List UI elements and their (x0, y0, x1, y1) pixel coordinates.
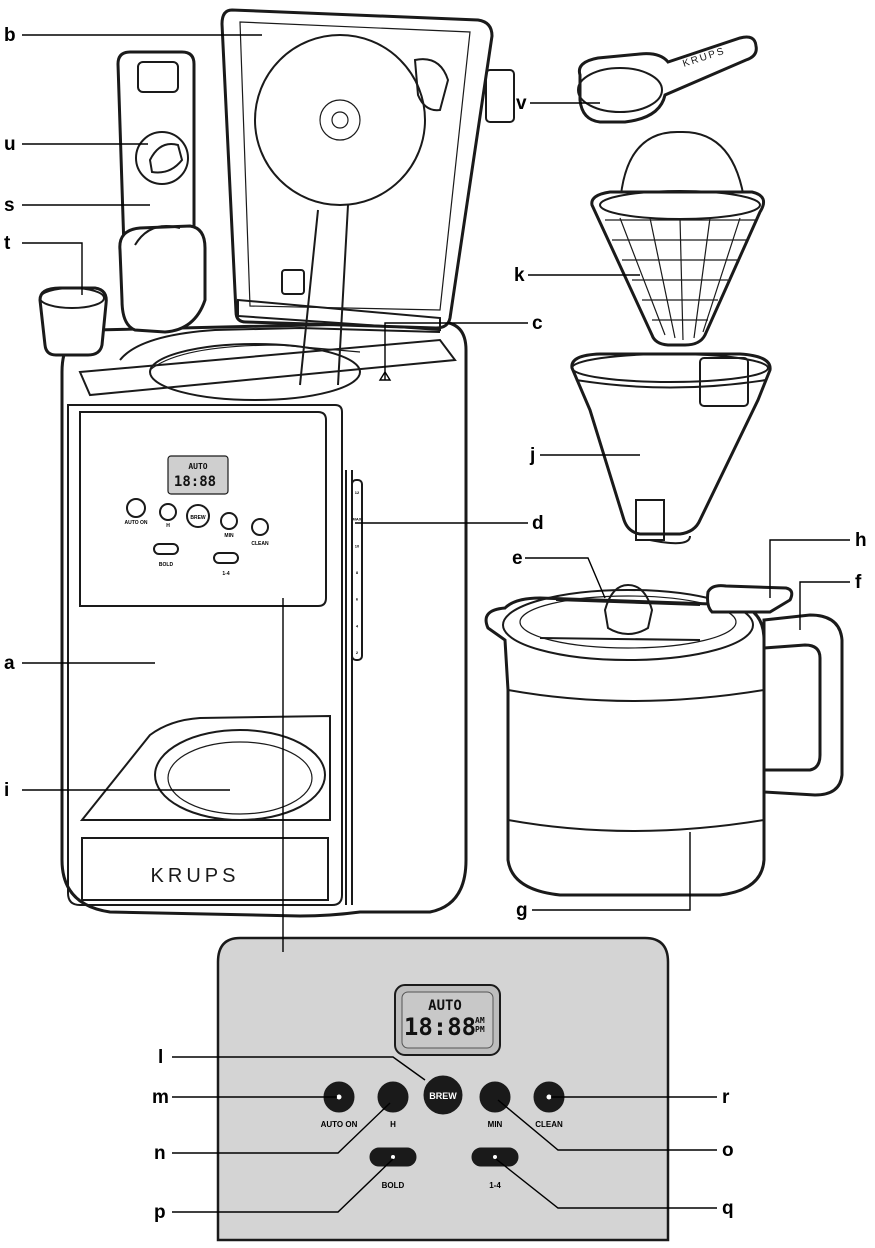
label-r: r (722, 1087, 730, 1108)
water-scale-mark: 8 (356, 570, 359, 575)
minute-button[interactable] (479, 1081, 511, 1113)
lid (220, 8, 515, 386)
measuring-spoon: KRUPS (577, 35, 758, 124)
body-auto-on-caption: AUTO ON (125, 520, 148, 526)
label-i: i (4, 780, 9, 801)
minute-caption: MIN (488, 1120, 503, 1129)
body-h-caption: H (166, 523, 170, 529)
body-bold-caption: BOLD (159, 562, 174, 568)
auto-on-caption: AUTO ON (321, 1120, 358, 1129)
carafe-lid-button (706, 584, 794, 614)
body-lcd-mode: AUTO (188, 462, 207, 471)
brew-button[interactable] (423, 1075, 463, 1115)
body-brew-caption: BREW (190, 515, 206, 521)
permanent-filter (590, 130, 766, 347)
clean-caption: CLEAN (535, 1120, 563, 1129)
front-control-panel (79, 411, 327, 607)
water-level-window (351, 479, 363, 661)
label-g: g (516, 900, 528, 921)
lcd-display (401, 991, 494, 1049)
label-u: u (4, 134, 16, 155)
hour-button[interactable] (377, 1081, 409, 1113)
auto-on-indicator-icon (336, 1094, 342, 1100)
enlarged-control-panel: AUTO 18:88 AM PM BREW AUTO ON H MIN CLEA… (216, 936, 670, 1242)
water-scale-mark: 10 (355, 543, 360, 548)
label-j: j (529, 445, 535, 466)
label-l: l (158, 1047, 163, 1068)
label-a: a (4, 653, 15, 674)
label-b: b (4, 25, 16, 46)
lcd-time-text: 18:88 (404, 1013, 476, 1041)
label-c: c (532, 313, 543, 334)
lcd-mode-text: AUTO (428, 998, 462, 1014)
body-buttons (126, 498, 269, 564)
label-s: s (4, 195, 15, 216)
water-scale-mark: MAX (353, 517, 362, 522)
lcd-am-text: AM (475, 1016, 485, 1025)
label-h: h (855, 530, 867, 551)
filter-cartridge (38, 286, 108, 357)
bold-caption: BOLD (382, 1181, 405, 1190)
water-filter-holder (116, 50, 207, 334)
leader-lines (22, 34, 850, 1213)
water-scale-mark: 4 (356, 623, 359, 628)
body-1-4-caption: 1-4 (222, 571, 229, 577)
bold-indicator-icon (391, 1155, 395, 1159)
part-labels: b u s t a i v k c d j e h f g l m n o r … (4, 25, 867, 1223)
filter-date-dial (135, 131, 189, 185)
body-lcd-time: 18:88 (174, 474, 216, 490)
label-n: n (154, 1143, 166, 1164)
brand-logo-body: KRUPS (151, 865, 240, 887)
label-p: p (154, 1202, 166, 1223)
warming-plate (154, 729, 326, 821)
label-e: e (512, 548, 523, 569)
label-v: v (516, 93, 527, 114)
label-d: d (532, 513, 544, 534)
lcd-pm-text: PM (475, 1025, 485, 1034)
label-t: t (4, 233, 11, 254)
label-o: o (722, 1140, 734, 1161)
carafe-lid (502, 589, 754, 661)
water-scale-mark: 12 (355, 490, 360, 495)
hour-caption: H (390, 1120, 396, 1129)
label-k: k (514, 265, 525, 286)
label-f: f (855, 572, 862, 593)
shower-head (254, 34, 426, 206)
brew-button-label: BREW (429, 1091, 457, 1101)
filter-holder (570, 352, 772, 545)
body-min-caption: MIN (224, 533, 234, 539)
one-four-indicator-icon (493, 1155, 497, 1159)
clean-indicator-icon (546, 1094, 552, 1100)
label-q: q (722, 1198, 734, 1219)
carafe (484, 583, 844, 897)
water-scale-mark: 2 (356, 650, 359, 655)
warming-plate-area (79, 714, 331, 821)
body-lcd-display (167, 455, 229, 495)
one-four-caption: 1-4 (489, 1181, 501, 1190)
body-clean-caption: CLEAN (251, 541, 269, 547)
water-scale-mark: 6 (356, 597, 359, 602)
label-m: m (152, 1087, 169, 1108)
